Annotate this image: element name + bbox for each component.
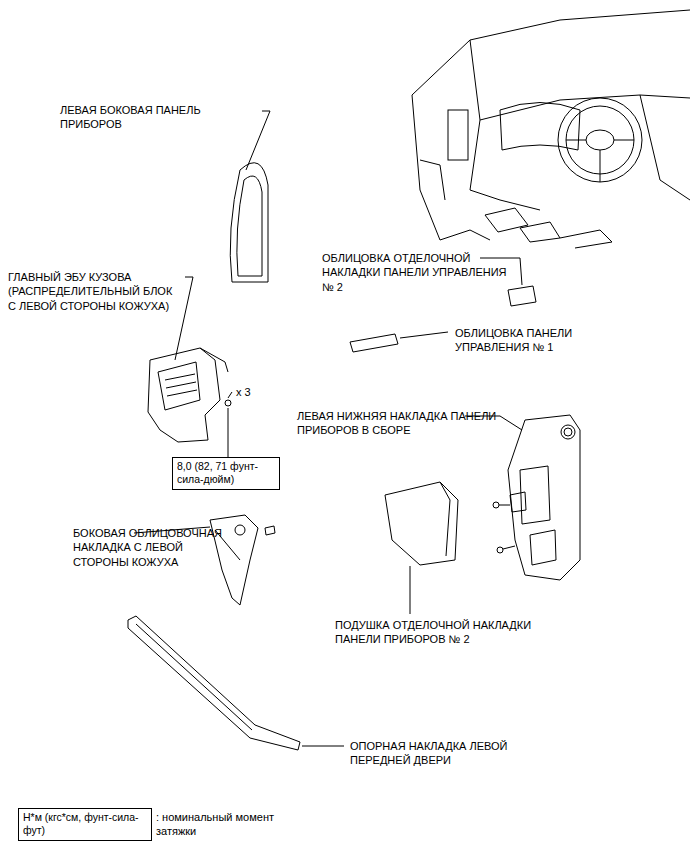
torque-box: 8,0 (82, 71 фунт-сила-дюйм) [172,457,280,490]
part-name: ЛЕВАЯ БОКОВАЯ ПАНЕЛЬ ПРИБОРОВ [60,103,260,132]
part-name: ОБЛИЦОВКА ПАНЕЛИ УПРАВЛЕНИЯ № 1 [455,326,645,355]
part-name: ГЛАВНЫЙ ЭБУ КУЗОВА (РАСПРЕДЕЛИТЕЛЬНЫЙ БЛ… [8,270,180,313]
torque-value: 8,0 (82, 71 фунт-сила-дюйм) [177,460,275,486]
part-name: ОПОРНАЯ НАКЛАДКА ЛЕВОЙ ПЕРЕДНЕЙ ДВЕРИ [350,739,565,768]
legend-label: : номинальный момент затяжки [156,810,296,839]
quantity-label: x 3 [236,385,276,399]
torque-value: Н*м (кгс*см, фунт-сила-фут) [23,811,147,837]
part-name: ЛЕВАЯ НИЖНЯЯ НАКЛАДКА ПАНЕЛИ ПРИБОРОВ В … [297,409,502,438]
part-name: БОКОВАЯ ОБЛИЦОВОЧНАЯ НАКЛАДКА С ЛЕВОЙ СТ… [73,526,223,569]
part-name: ОБЛИЦОВКА ОТДЕЛОЧНОЙ НАКЛАДКИ ПАНЕЛИ УПР… [322,251,517,294]
legend-torque-box: Н*м (кгс*см, фунт-сила-фут) [18,808,152,841]
part-name: ПОДУШКА ОТДЕЛОЧНОЙ НАКЛАДКИ ПАНЕЛИ ПРИБО… [335,618,550,647]
